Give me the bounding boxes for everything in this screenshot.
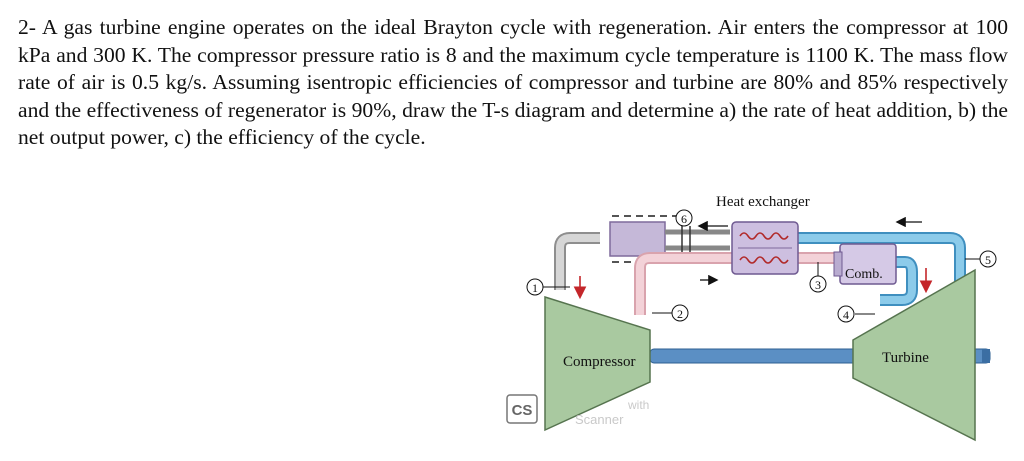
turbine-label: Turbine: [882, 350, 929, 366]
svg-text:6: 6: [681, 212, 687, 226]
turbine: [852, 268, 976, 442]
svg-text:4: 4: [843, 308, 849, 322]
svg-text:Scanner: Scanner: [575, 412, 624, 427]
svg-text:3: 3: [815, 278, 821, 292]
problem-statement: 2- A gas turbine engine operates on the …: [18, 15, 1008, 149]
heat-exchanger: [731, 221, 799, 275]
heat-exchanger-label: Heat exchanger: [716, 194, 810, 210]
svg-text:2: 2: [677, 307, 683, 321]
compressor: [544, 295, 651, 432]
svg-text:1: 1: [532, 281, 538, 295]
combustor-label: Comb.: [845, 267, 883, 282]
svg-text:CS: CS: [512, 402, 533, 419]
flow-arrows: [573, 216, 933, 300]
state-callouts: 1 2 3 4 5 6: [526, 209, 997, 323]
scanner-watermark: CS with Scanner: [506, 394, 649, 427]
pipe-hot: [795, 232, 966, 306]
exhaust-pipe: [554, 215, 730, 290]
svg-text:5: 5: [985, 253, 991, 267]
combustor: [833, 243, 897, 285]
svg-text:with: with: [627, 398, 649, 412]
compressor-label: Compressor: [563, 354, 636, 370]
